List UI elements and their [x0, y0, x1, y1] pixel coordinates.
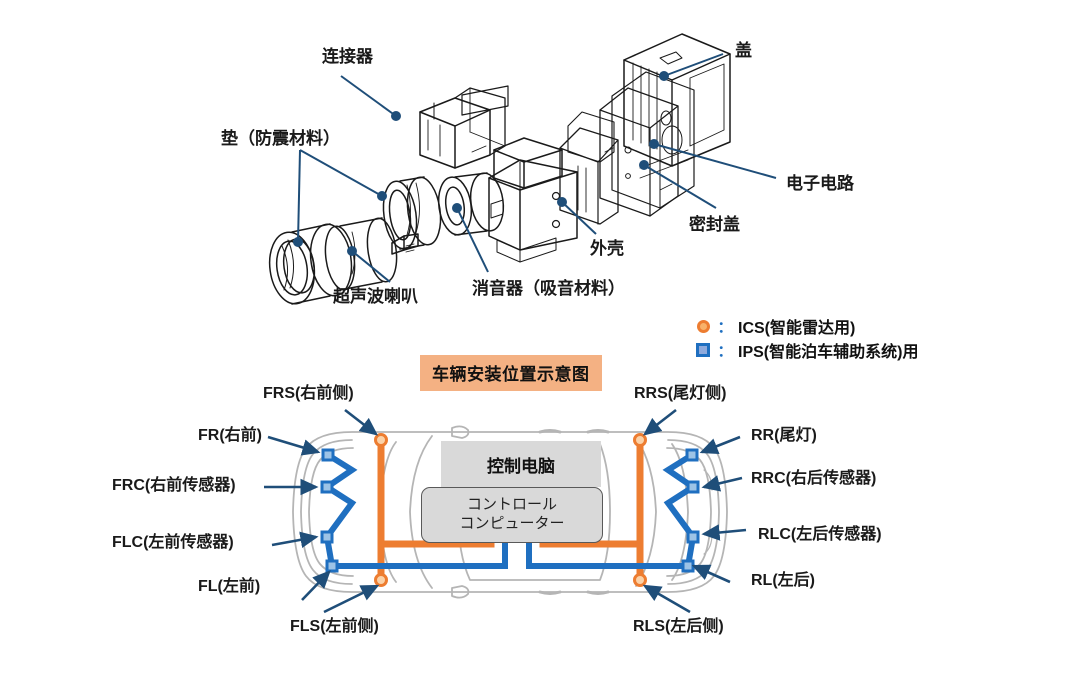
sensor-node-frs: [374, 433, 388, 447]
car-label-fls: FLS(左前侧): [290, 618, 379, 635]
vehicle-layout-banner-title: 车辆安装位置示意图: [420, 355, 602, 391]
car-label-frs: FRS(右前侧): [263, 385, 354, 402]
label-cushion: 垫（防震材料）: [221, 129, 340, 148]
label-connector: 连接器: [322, 47, 373, 66]
connector-part: [419, 85, 509, 169]
blue-square-marker-icon: [694, 343, 712, 357]
car-label-rl: RL(左后): [751, 572, 815, 589]
legend-colon: ：: [717, 318, 733, 336]
sensor-node-rl: [681, 559, 695, 573]
housing-part: [488, 137, 578, 263]
legend-item-ics: ： ICS(智能雷达用): [694, 314, 994, 338]
car-label-rr: RR(尾灯): [751, 427, 817, 444]
ips-sensor-nodes: [320, 448, 700, 573]
control-computer-box: コントロール コンピューター: [421, 487, 603, 543]
sensor-node-frc: [320, 480, 334, 494]
sensor-node-fr: [321, 448, 335, 462]
label-seal-cover: 密封盖: [689, 215, 740, 234]
exploded-leader-lines: [293, 53, 777, 283]
car-label-rrs: RRS(尾灯侧): [634, 385, 727, 402]
sensor-node-fl: [325, 559, 339, 573]
control-computer-title: 控制电脑: [441, 441, 601, 487]
label-ultrasonic-speaker: 超声波喇叭: [333, 287, 418, 306]
ics-sensor-nodes: [374, 433, 647, 587]
label-silencer: 消音器（吸音材料）: [472, 279, 625, 298]
car-label-frc: FRC(右前传感器): [112, 477, 236, 494]
sensor-node-flc: [320, 530, 334, 544]
legend: ： ICS(智能雷达用) ： IPS(智能泊车辅助系统)用: [694, 314, 994, 362]
sensor-node-rrc: [686, 480, 700, 494]
legend-label-ips: IPS(智能泊车辅助系统)用: [738, 344, 919, 361]
car-label-rrc: RRC(右后传感器): [751, 470, 877, 487]
legend-label-ics: ICS(智能雷达用): [738, 320, 856, 337]
sensor-node-rrs: [633, 433, 647, 447]
car-label-flc: FLC(左前传感器): [112, 534, 234, 551]
cushion-ring-part: [268, 223, 353, 305]
car-label-rlc: RLC(左后传感器): [758, 526, 882, 543]
sensor-node-rlc: [686, 530, 700, 544]
car-label-arrows: [264, 408, 747, 614]
car-label-fl: FL(左前): [198, 578, 261, 595]
sensor-node-rr: [685, 448, 699, 462]
legend-colon: ：: [717, 342, 733, 360]
sensor-node-fls: [374, 573, 388, 587]
legend-item-ips: ： IPS(智能泊车辅助系统)用: [694, 338, 994, 362]
cover-part: [623, 33, 731, 167]
sensor-node-rls: [633, 573, 647, 587]
car-label-fr: FR(右前): [198, 427, 262, 444]
car-label-rls: RLS(左后侧): [633, 618, 724, 635]
orange-circle-marker-icon: [694, 319, 712, 333]
label-electronic-circuit: 电子电路: [786, 174, 854, 193]
inner-bracket-part: [559, 111, 619, 225]
control-computer-line2: コンピューター: [459, 515, 565, 532]
label-housing: 外壳: [590, 239, 624, 258]
label-cover: 盖: [735, 41, 752, 60]
control-computer-line1: コントロール: [466, 496, 557, 514]
ultrasonic-speaker-part: [324, 217, 398, 291]
